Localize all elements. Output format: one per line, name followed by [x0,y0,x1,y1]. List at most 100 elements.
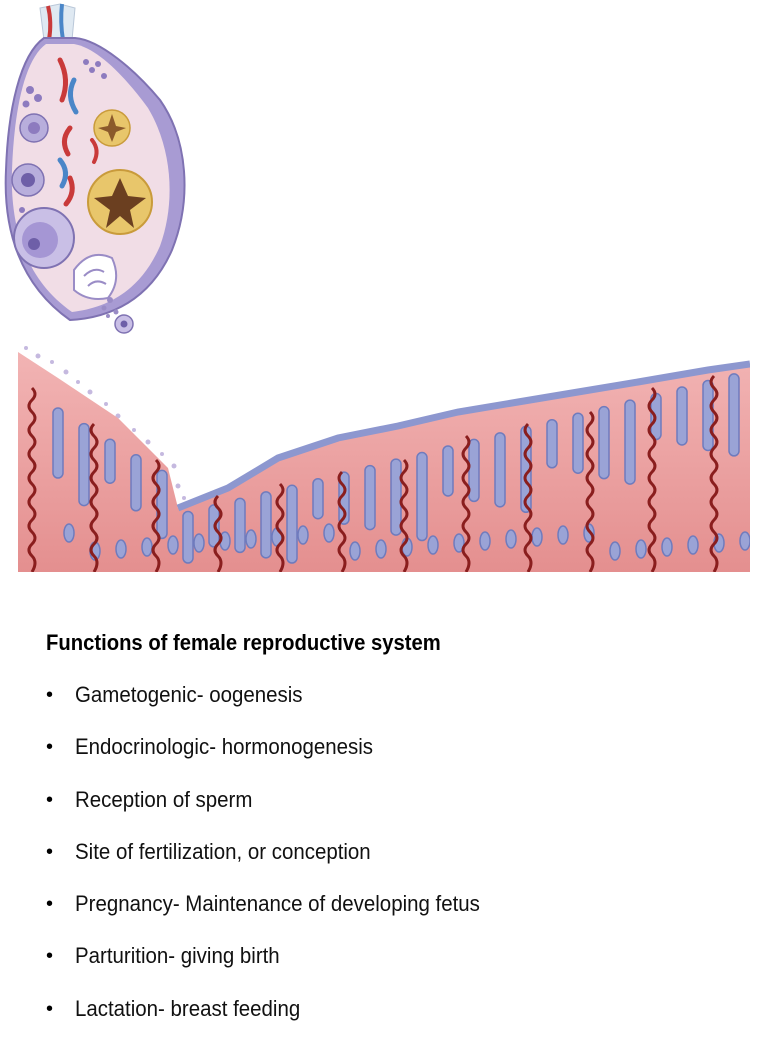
functions-list: • Gametogenic- oogenesis • Endocrinologic-… [46,682,510,1048]
spiral-artery [27,386,37,572]
vessel-red-4 [63,175,75,207]
corpus-luteum-small [93,109,131,147]
uterine-gland [364,464,376,531]
spiral-artery [337,470,347,572]
function-gametogenic: Gametogenic- oogenesis [75,682,303,707]
function-lactation: Lactation- breast feeding [75,995,301,1021]
spiral-artery [89,422,99,572]
bullet: • [46,788,54,811]
gland-cross-section [167,535,179,555]
spiral-artery [523,422,533,572]
menstrual-debris [24,346,186,500]
uterine-gland [312,477,324,520]
gland-cross-section [453,533,465,553]
list-item: • Site of fertilization, or conception [46,839,510,891]
ruptured-follicle [73,254,118,300]
uterine-gland [572,412,584,474]
uterine-gland [442,445,454,497]
uterine-gland [260,491,272,559]
function-fertilization: Site of fertilization, or conception [75,838,371,864]
list-item: • Lactation- breast feeding [46,996,510,1048]
epithelial-surface [176,360,750,512]
bullet: • [46,840,54,863]
secondary-follicle [11,163,45,197]
uterine-gland [104,438,116,484]
gland-cross-section [557,525,569,545]
uterine-gland [130,454,142,512]
gland-cross-section [349,541,361,561]
function-pregnancy: Pregnancy- Maintenance of developing fet… [75,891,480,917]
bullet: • [46,736,54,759]
gland-cross-section [141,537,153,557]
uterine-gland [390,458,402,536]
ovulated-oocyte [101,297,134,334]
gland-cross-section [193,533,205,553]
function-endocrinologic: Endocrinologic- hormonogenesis [75,734,373,760]
vessel-red-2 [62,125,73,157]
spiral-artery [709,374,719,572]
function-parturition: Parturition- giving birth [75,943,280,969]
spiral-arteries [27,374,719,572]
gland-cross-section [63,523,75,543]
gland-cross-section [635,539,647,559]
uterine-glands [52,373,750,564]
spiral-artery [151,458,161,572]
uterine-gland [52,407,64,479]
gland-cross-section [297,525,309,545]
vessel-blue-1 [68,77,79,115]
spiral-artery [275,482,285,572]
uterine-gland [676,386,688,446]
gland-cross-section [427,535,439,555]
uterine-gland [416,451,428,542]
bullet: • [46,945,54,968]
bullet: • [46,684,54,706]
uterine-gland [728,373,740,457]
uterine-gland [702,379,714,452]
page-title: Functions of female reproductive system [46,630,441,655]
uterine-gland [468,438,480,503]
uterine-gland [156,469,168,540]
spiral-artery [585,410,595,572]
vessel-blue-2 [57,157,68,189]
ovary-illustration [4,3,186,334]
spiral-artery [647,386,657,572]
endometrial-stroma [18,352,750,572]
gland-cross-section [245,529,257,549]
uterine-gland [494,432,506,508]
gland-cross-section [609,541,621,561]
uterine-gland [286,484,298,564]
gland-cross-section [661,537,673,557]
list-item: • Pregnancy- Maintenance of developing fe… [46,891,510,943]
vessel-red-top [46,5,53,41]
function-reception: Reception of sperm [75,786,253,812]
uterine-gland [78,422,90,507]
uterine-gland [234,497,246,554]
gland-cross-section [531,527,543,547]
endometrium-illustration [18,346,750,572]
spiral-artery [213,494,223,572]
gland-cross-section [739,531,750,551]
bullet: • [46,997,54,1020]
bullet: • [46,893,54,916]
uterine-gland [182,510,194,564]
spiral-artery [399,458,409,572]
list-item: • Endocrinologic- hormonogenesis [46,734,510,786]
primary-follicle [19,113,49,143]
gland-cross-section [115,539,127,559]
list-item: • Reception of sperm [46,787,510,839]
graafian-follicle [13,207,75,269]
gland-cross-section [505,529,517,549]
list-item: • Gametogenic- oogenesis [46,682,510,734]
hilum-vessels [39,3,76,41]
gland-cross-section [323,523,335,543]
gland-cross-section [687,535,699,555]
spiral-artery [461,434,471,572]
uterine-gland [598,405,610,480]
uterine-gland [624,399,636,485]
vessel-red-3 [90,138,99,164]
vessel-blue-top [59,3,65,41]
gland-cross-section [479,531,491,551]
vessel-red-1 [57,57,68,103]
list-item: • Parturition- giving birth [46,943,510,995]
uterine-gland [546,419,558,469]
